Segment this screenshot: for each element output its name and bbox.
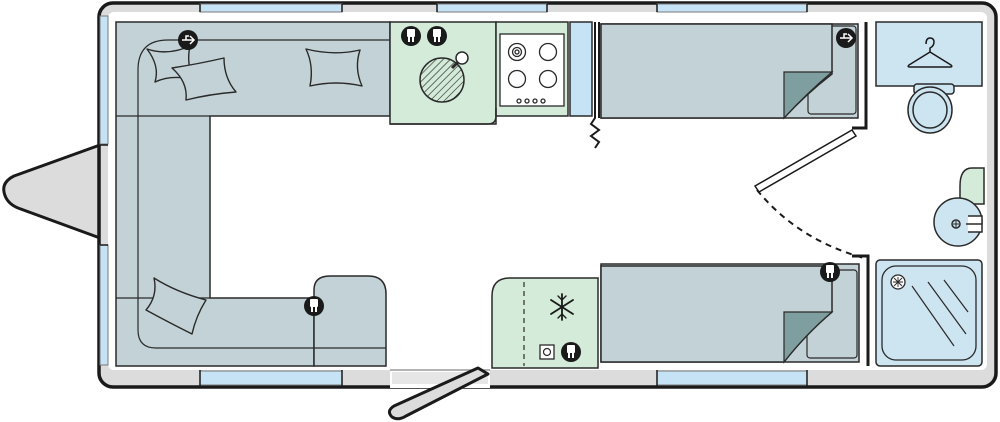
wardrobe bbox=[875, 21, 983, 87]
a-frame-hitch bbox=[2, 143, 102, 240]
fridge-control-icon bbox=[539, 344, 555, 360]
window-front-top bbox=[99, 15, 109, 145]
bedroom-partition-wall bbox=[852, 22, 868, 130]
round-sink-icon bbox=[419, 51, 469, 103]
wash-basin-icon bbox=[933, 167, 985, 247]
lounge-backrest-line bbox=[137, 39, 390, 349]
toilet-icon bbox=[907, 83, 955, 134]
mains-socket-icon bbox=[820, 262, 840, 282]
cushion bbox=[305, 48, 363, 87]
mains-socket-icon bbox=[401, 26, 421, 46]
window-top-3 bbox=[656, 3, 808, 13]
lounge-end-cushion bbox=[313, 275, 387, 367]
bed-top-turndown bbox=[783, 71, 834, 120]
window-front-bottom bbox=[99, 244, 109, 366]
bed-bottom-turndown bbox=[783, 311, 834, 364]
mains-socket-icon bbox=[304, 296, 324, 316]
snowflake-icon bbox=[550, 293, 574, 321]
window-bottom-1 bbox=[199, 370, 343, 386]
cushion bbox=[145, 277, 207, 335]
entrance-door-leaf bbox=[387, 366, 490, 421]
usb-socket-icon bbox=[178, 30, 198, 50]
mains-socket-icon bbox=[561, 342, 581, 362]
washroom-partition-wall bbox=[852, 254, 870, 366]
tall-cupboard bbox=[569, 21, 593, 117]
scatter-cushions bbox=[145, 45, 363, 335]
usb-socket-icon bbox=[836, 28, 856, 48]
shower-tray-icon bbox=[875, 259, 983, 367]
cushion bbox=[171, 57, 237, 101]
gas-hob-icon bbox=[499, 33, 565, 107]
coat-hanger-icon bbox=[907, 37, 953, 68]
window-top-2 bbox=[436, 3, 548, 13]
mains-socket-icon bbox=[427, 26, 447, 46]
window-top-1 bbox=[199, 3, 343, 13]
door-swing-arc bbox=[756, 189, 865, 259]
partition-wall-top bbox=[589, 22, 601, 149]
window-bottom-2 bbox=[656, 370, 808, 386]
